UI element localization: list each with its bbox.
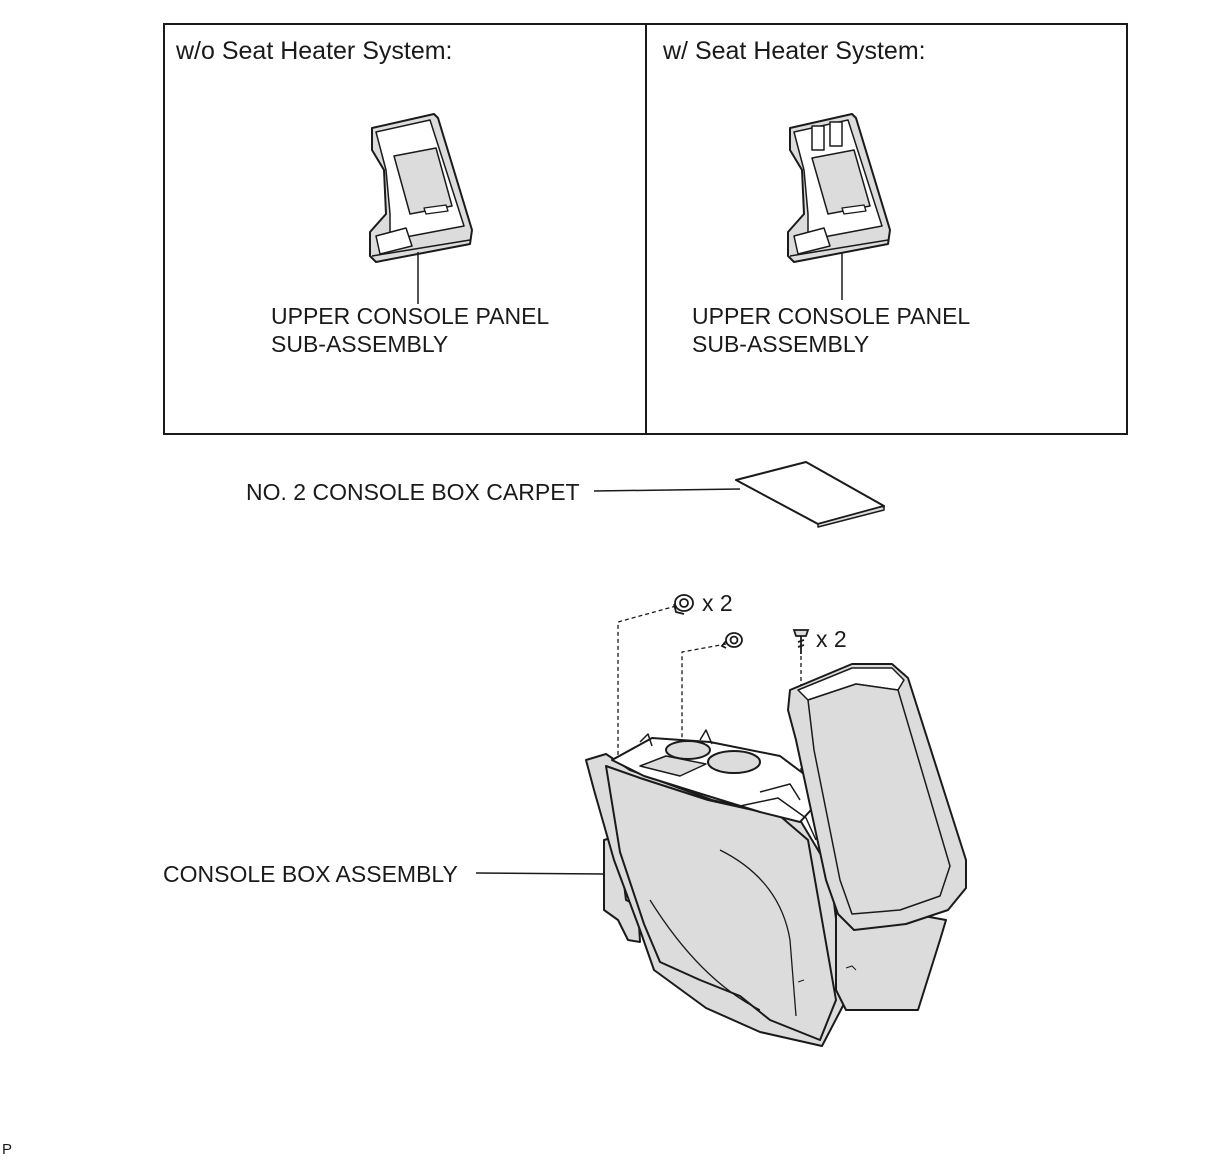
base-markings bbox=[797, 965, 857, 983]
right-panel-part-label-line1: UPPER CONSOLE PANEL bbox=[692, 303, 971, 329]
clip-quantity-label: x 2 bbox=[702, 590, 733, 616]
console-box-assembly-illustration bbox=[475, 663, 967, 1047]
right-panel-title: w/ Seat Heater System: bbox=[663, 37, 926, 65]
console-box-carpet-illustration bbox=[593, 461, 885, 528]
left-panel-part-label-line1: UPPER CONSOLE PANEL bbox=[271, 303, 550, 329]
upper-console-panel-left-illustration bbox=[369, 113, 473, 304]
left-panel-part-label-line2: SUB-ASSEMBLY bbox=[271, 331, 449, 357]
corner-mark: P bbox=[2, 1141, 13, 1158]
console-box-label: CONSOLE BOX ASSEMBLY bbox=[163, 861, 458, 887]
right-panel-part-label-line2: SUB-ASSEMBLY bbox=[692, 331, 870, 357]
comparison-frame bbox=[163, 23, 1128, 435]
screw-quantity-label: x 2 bbox=[816, 626, 847, 652]
upper-console-panel-right-illustration bbox=[787, 113, 891, 300]
fasteners-illustration bbox=[673, 594, 810, 654]
left-panel-title: w/o Seat Heater System: bbox=[176, 37, 453, 65]
carpet-label: NO. 2 CONSOLE BOX CARPET bbox=[246, 479, 580, 505]
